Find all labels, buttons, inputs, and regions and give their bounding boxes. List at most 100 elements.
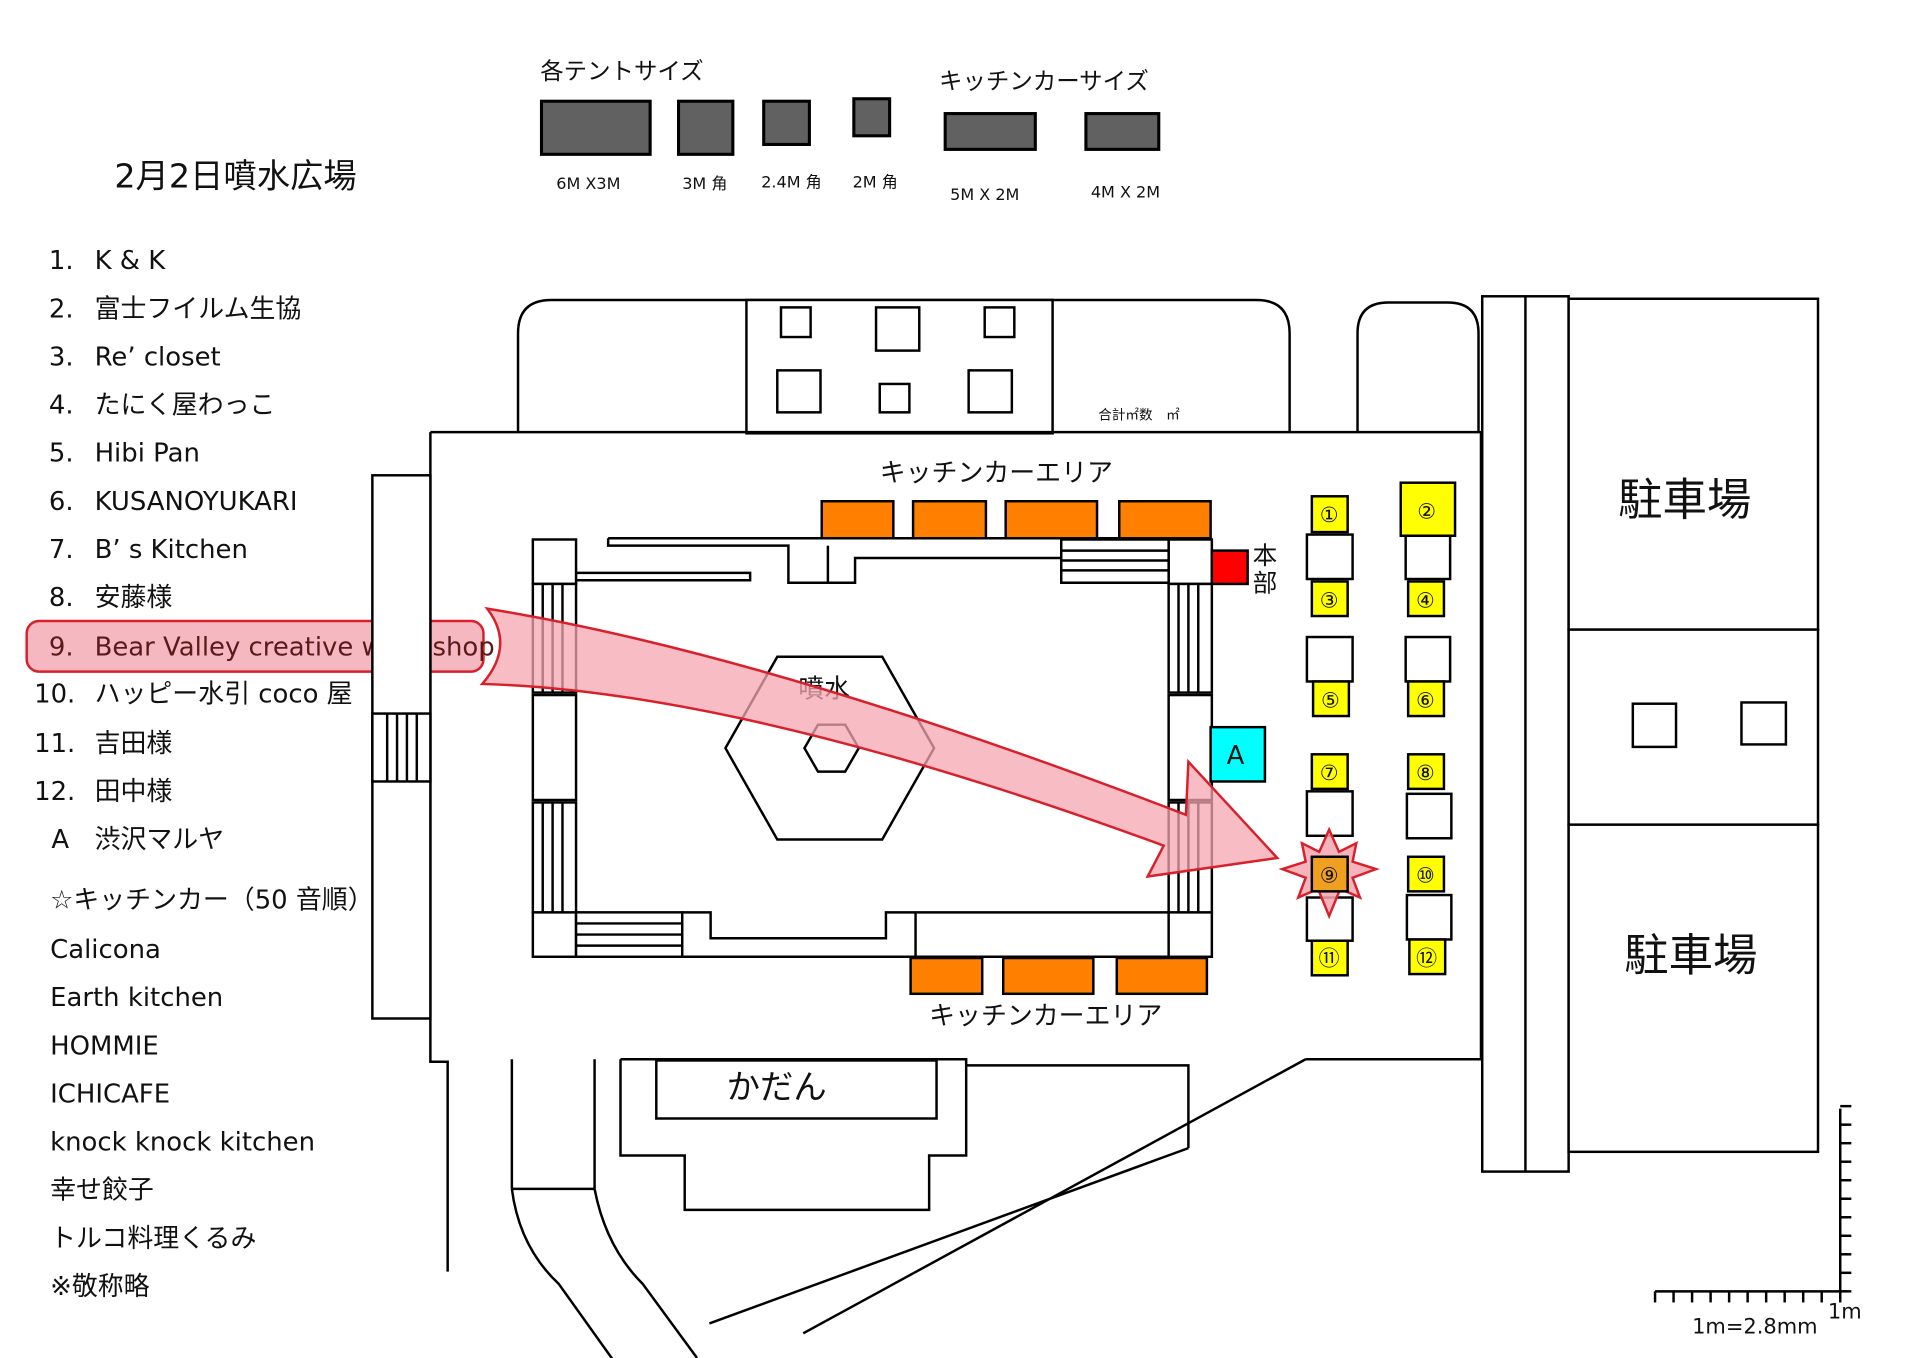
tent-block bbox=[1305, 635, 1354, 683]
booth-number: ⑨ bbox=[1320, 864, 1339, 888]
exhibitor-number: 4. bbox=[49, 391, 74, 421]
scale-unit-label: 1m bbox=[1828, 1299, 1862, 1323]
exhibitor-number: 2. bbox=[49, 294, 74, 324]
booth-6[interactable] bbox=[1406, 680, 1446, 718]
inner-wall bbox=[531, 693, 578, 802]
honorifics-note: ※敬称略 bbox=[50, 1272, 150, 1302]
exhibitor-name: Re’ closet bbox=[95, 342, 221, 372]
exhibitor-name: K & K bbox=[95, 246, 167, 276]
tent-size-label: 3M 角 bbox=[682, 174, 727, 193]
kitchen-car-item[interactable]: Calicona bbox=[50, 935, 161, 965]
parking-structure bbox=[1740, 701, 1788, 746]
annex-tent bbox=[983, 306, 1016, 339]
kitchen-car-item[interactable]: トルコ料理くるみ bbox=[50, 1224, 256, 1254]
booth-2[interactable] bbox=[1399, 481, 1457, 538]
booth-9[interactable] bbox=[1310, 855, 1349, 893]
exhibitor-item[interactable]: 7. B’ s Kitchen bbox=[49, 535, 248, 565]
fountain-outer bbox=[724, 655, 936, 841]
exhibitor-item[interactable]: 3. Re’ closet bbox=[49, 342, 221, 372]
booth-7[interactable] bbox=[1310, 753, 1349, 791]
booth-1[interactable] bbox=[1310, 495, 1349, 534]
ne-building bbox=[1356, 301, 1480, 433]
exhibitor-name: たにく屋わっこ bbox=[95, 391, 276, 421]
stairs bbox=[1167, 582, 1214, 694]
annex-tent bbox=[967, 369, 1014, 414]
exhibitor-number: 5. bbox=[49, 439, 74, 469]
booth-4[interactable] bbox=[1406, 580, 1446, 618]
booth-12[interactable] bbox=[1408, 938, 1447, 976]
exhibitor-item[interactable]: 6. KUSANOYUKARI bbox=[49, 487, 298, 517]
scale-label: 1m=2.8mm bbox=[1692, 1314, 1818, 1338]
kitchen-car-item[interactable]: HOMMIE bbox=[50, 1031, 159, 1061]
tent-size-label: 6M X3M bbox=[556, 174, 620, 193]
exhibitor-highlight bbox=[25, 619, 485, 673]
exhibitor-number: 7. bbox=[49, 535, 74, 565]
kitchen-car-slot[interactable] bbox=[1118, 499, 1212, 540]
annex-tent bbox=[776, 369, 822, 414]
tent-sample-2.4x2.4 bbox=[762, 99, 811, 146]
booth-11[interactable] bbox=[1310, 939, 1349, 977]
exhibitor-name: ハッピー水引 coco 屋 bbox=[95, 679, 353, 709]
tent-block bbox=[1305, 533, 1354, 581]
plaza-map: 合計㎡数 ㎡ 駐車場 駐車場 bbox=[371, 295, 1820, 1358]
kitchen-area-label: キッチンカーエリア bbox=[929, 1002, 1162, 1032]
booth-8[interactable] bbox=[1406, 753, 1446, 791]
kitchen-car-item[interactable]: Earth kitchen bbox=[50, 983, 223, 1013]
tent-size-heading: 各テントサイズ bbox=[540, 57, 703, 85]
exhibitor-item[interactable]: 1. K & K bbox=[49, 246, 166, 276]
exhibitor-item[interactable]: 2. 富士フイルム生協 bbox=[49, 294, 301, 324]
exhibitor-number: 3. bbox=[49, 342, 74, 372]
inner-corner bbox=[531, 911, 578, 959]
tent-block bbox=[1404, 534, 1452, 581]
exhibitor-item[interactable]: 4. たにく屋わっこ bbox=[49, 391, 276, 421]
parking-north bbox=[1567, 297, 1820, 631]
exhibitor-number: 1. bbox=[49, 246, 74, 276]
kitchen-car-item[interactable]: 幸せ餃子 bbox=[50, 1176, 154, 1206]
exhibitor-item[interactable]: 5. Hibi Pan bbox=[49, 439, 200, 469]
page-title: 2月2日噴水広場 bbox=[114, 157, 356, 196]
hq-marker[interactable] bbox=[1210, 549, 1249, 586]
highlight-arrow bbox=[479, 606, 1280, 879]
exhibitor-number: 12. bbox=[34, 777, 75, 807]
kitchen-car-item[interactable]: ICHICAFE bbox=[50, 1079, 170, 1109]
kitchen-car-item[interactable]: knock knock kitchen bbox=[50, 1128, 315, 1158]
kitchen-car-slot[interactable] bbox=[911, 499, 988, 540]
kitchen-car-slot[interactable] bbox=[820, 499, 895, 540]
exhibitor-item[interactable]: 11. 吉田様 bbox=[34, 729, 172, 759]
booth-a[interactable] bbox=[1209, 725, 1267, 783]
scale-bar: 1m 1m=2.8mm bbox=[1653, 1104, 1862, 1338]
booth-number: ⑥ bbox=[1416, 688, 1435, 712]
tent-sample-2x2 bbox=[852, 97, 892, 138]
parking-south bbox=[1567, 823, 1820, 1154]
tent-block bbox=[1405, 893, 1453, 941]
booth-number: ⑦ bbox=[1320, 761, 1339, 785]
tent-block bbox=[1404, 635, 1452, 683]
exhibitor-item[interactable]: A 渋沢マルヤ bbox=[51, 825, 224, 855]
exhibitor-number: 11. bbox=[34, 729, 75, 759]
kitchen-car-size-heading: キッチンカーサイズ bbox=[939, 67, 1149, 95]
annex-tent bbox=[874, 306, 921, 352]
south-path-left bbox=[510, 1188, 699, 1358]
inner-square-bottom bbox=[682, 911, 1169, 959]
total-area-label: 合計㎡数 ㎡ bbox=[1098, 408, 1180, 424]
booth-number: ⑩ bbox=[1416, 864, 1435, 888]
exhibitor-item[interactable]: 10. ハッピー水引 coco 屋 bbox=[34, 679, 353, 709]
booth-number: ⑧ bbox=[1416, 761, 1435, 785]
booth-10[interactable] bbox=[1406, 855, 1446, 893]
kitchen-car-slot[interactable] bbox=[1001, 956, 1095, 996]
kitchen-size-label: 4M X 2M bbox=[1091, 183, 1160, 202]
kitchen-car-slot[interactable] bbox=[909, 956, 984, 996]
exhibitor-list: 1. K & K 2. 富士フイルム生協 3. Re’ closet 4. たに… bbox=[34, 246, 495, 855]
booth-5[interactable] bbox=[1311, 680, 1351, 718]
exhibitor-item[interactable]: 12. 田中様 bbox=[34, 777, 172, 807]
booth-3[interactable] bbox=[1310, 580, 1349, 618]
kitchen-car-slot[interactable] bbox=[1115, 956, 1209, 996]
exhibitor-name: 安藤様 bbox=[95, 583, 173, 613]
booth-number: ④ bbox=[1416, 588, 1435, 612]
kitchen-sample-5x2 bbox=[943, 112, 1037, 151]
exhibitor-item[interactable]: 8. 安藤様 bbox=[49, 583, 172, 613]
exhibitor-number: 6. bbox=[49, 487, 74, 517]
kitchen-area-label: キッチンカーエリア bbox=[880, 458, 1113, 488]
hq-label: 本 bbox=[1253, 541, 1278, 570]
kitchen-car-slot[interactable] bbox=[1004, 499, 1099, 540]
